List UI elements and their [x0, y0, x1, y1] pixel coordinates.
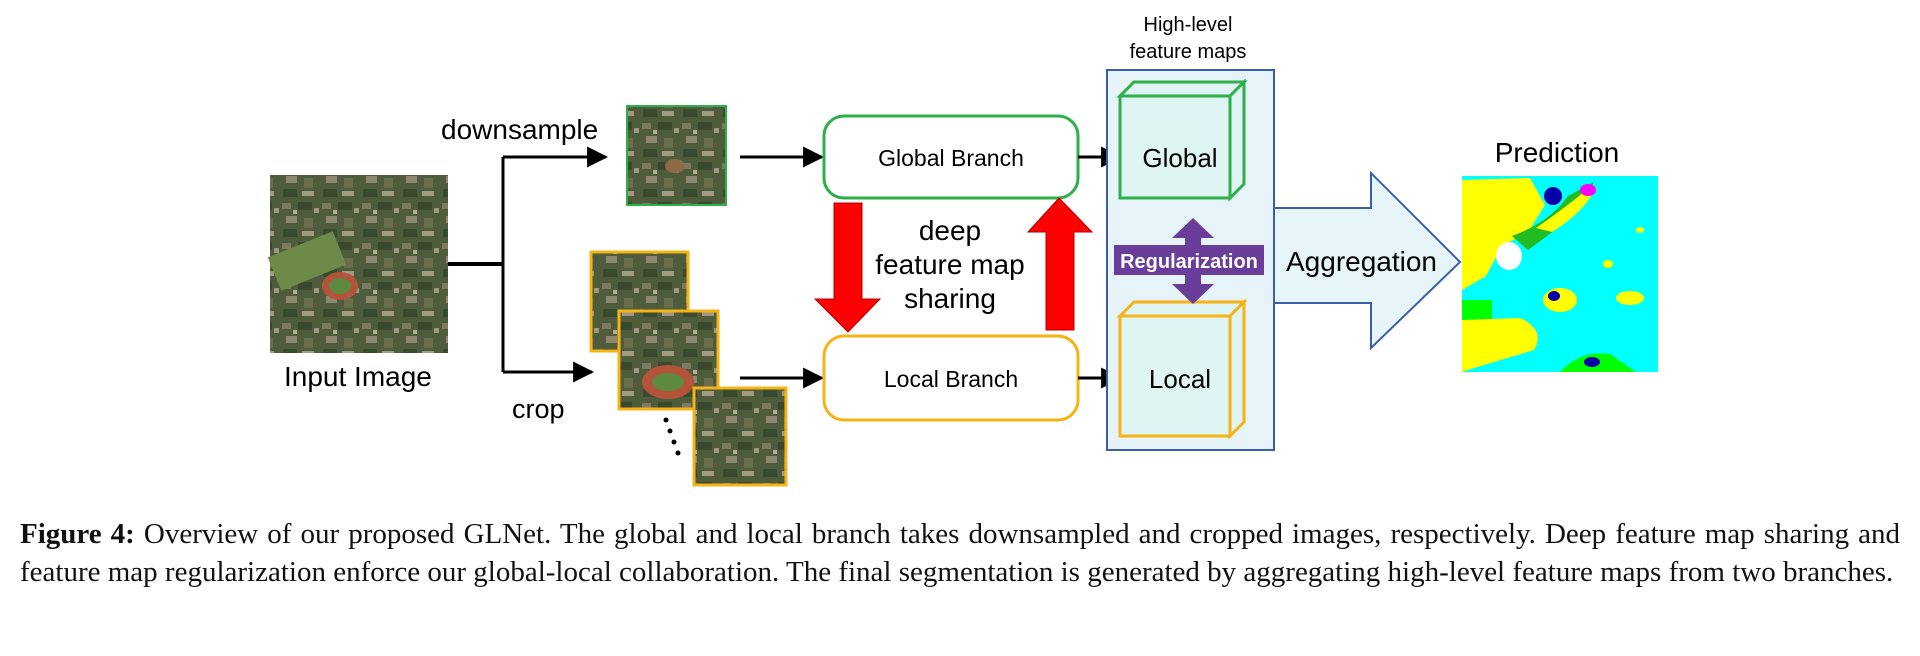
feature-maps-title-line2: feature maps — [1130, 41, 1247, 63]
sharing-up-arrow — [1026, 197, 1094, 331]
sharing-label-line1: deep — [919, 215, 981, 246]
regularization-badge — [1114, 245, 1264, 275]
local-feature-map-cube — [1116, 298, 1248, 440]
local-feature-map-label: Local — [1149, 364, 1211, 394]
aggregation-label: Aggregation — [1286, 246, 1437, 277]
more-patches-ellipsis — [663, 417, 681, 456]
figure-caption: Figure 4: Overview of our proposed GLNet… — [20, 515, 1900, 591]
prediction-map — [1462, 176, 1658, 372]
sharing-label-line3: sharing — [904, 283, 996, 314]
split-connector — [448, 146, 609, 383]
regularization-label: Regularization — [1120, 251, 1258, 273]
input-image — [267, 175, 448, 353]
downsample-label: downsample — [441, 114, 598, 145]
global-feature-map-cube — [1116, 78, 1248, 202]
cropped-patches — [589, 250, 788, 487]
global-branch-label: Global Branch — [878, 145, 1024, 171]
glnet-diagram: Input Image downsample crop Global Branc… — [267, 14, 1658, 487]
caption-figure-label: Figure 4: — [20, 518, 135, 550]
sharing-down-arrow — [813, 202, 882, 333]
local-branch-label: Local Branch — [884, 366, 1018, 392]
crop-label: crop — [512, 394, 565, 424]
downsampled-image — [626, 105, 727, 206]
prediction-label: Prediction — [1495, 137, 1620, 168]
aggregation-arrow — [1259, 170, 1462, 351]
global-feature-map-label: Global — [1142, 143, 1217, 173]
sharing-label-line2: feature map — [875, 249, 1024, 280]
caption-text: Overview of our proposed GLNet. The glob… — [20, 518, 1901, 588]
feature-maps-title-line1: High-level — [1144, 14, 1233, 36]
input-image-label: Input Image — [284, 361, 432, 392]
